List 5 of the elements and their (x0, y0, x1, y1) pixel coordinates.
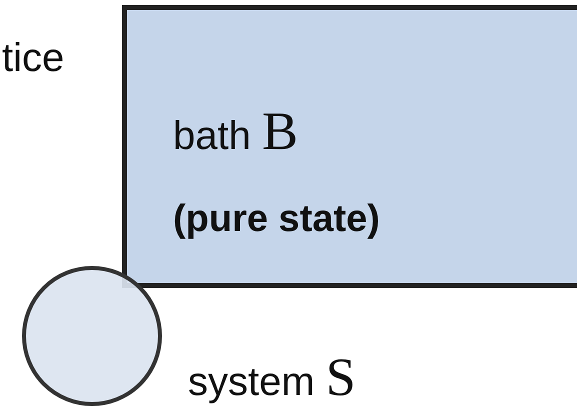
bath-box (122, 5, 577, 288)
system-label: system S (188, 350, 356, 404)
bath-label: bath B (173, 104, 298, 158)
state-note: (pure state) (173, 200, 380, 238)
cut-off-text: tice (2, 38, 64, 78)
